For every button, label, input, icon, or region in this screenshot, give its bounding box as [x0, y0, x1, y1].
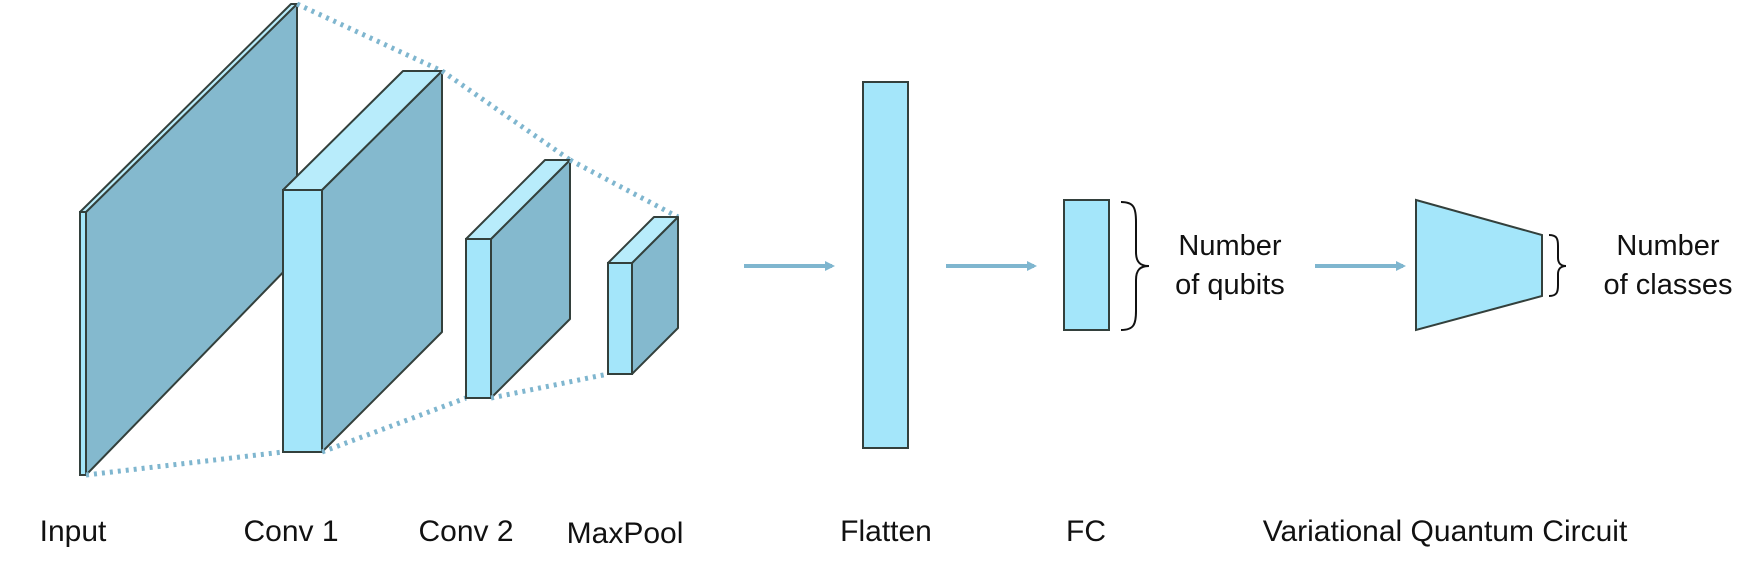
label-maxpool: MaxPool [567, 517, 684, 550]
label-vqc: Variational Quantum Circuit [1263, 515, 1628, 548]
qubits-label-line2: of qubits [1175, 269, 1285, 301]
conv2-layer-block [465, 159, 571, 399]
input-layer-block [79, 3, 298, 476]
connector-input-conv1-bottom [85, 449, 284, 478]
connector-conv1-conv2-bottom [321, 395, 467, 455]
fc-layer-block [1063, 199, 1110, 331]
maxpool-layer-block [607, 216, 679, 375]
connector-conv1-conv2-top [440, 68, 572, 163]
classes-label-line1: Number [1616, 230, 1719, 262]
qubits-label-line1: Number [1178, 230, 1281, 262]
connector-conv2-maxpool-top [568, 157, 680, 220]
classes-label-line2: of classes [1604, 269, 1733, 301]
conv2-front-face [465, 238, 492, 399]
input-side-face [85, 3, 298, 476]
input-front-face [79, 211, 87, 476]
label-fc: FC [1066, 515, 1106, 548]
classes-brace [1548, 234, 1567, 297]
conv1-front-face [282, 189, 323, 453]
label-conv2: Conv 2 [418, 515, 513, 548]
label-input: Input [40, 515, 107, 548]
vqc-trapezoid-block [1415, 198, 1543, 332]
flatten-layer-block [862, 81, 909, 449]
qubits-brace [1120, 201, 1150, 331]
conv1-layer-block [282, 70, 443, 453]
connector-input-conv1-top [295, 1, 444, 74]
maxpool-front-face [607, 262, 633, 375]
label-flatten: Flatten [840, 515, 932, 548]
label-conv1: Conv 1 [243, 515, 338, 548]
